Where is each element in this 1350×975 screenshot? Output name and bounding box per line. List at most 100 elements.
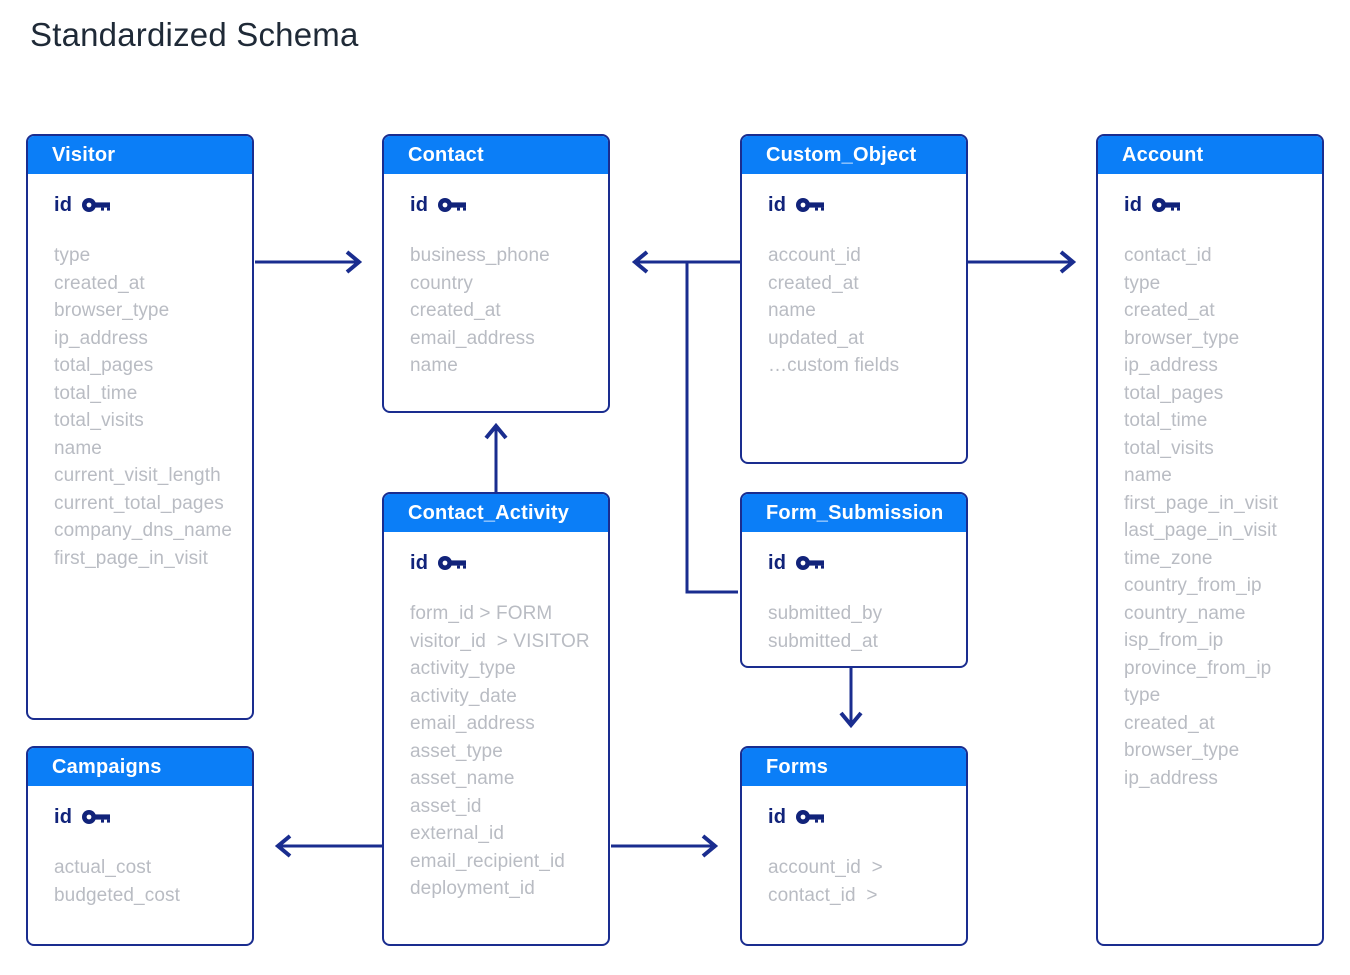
field: ip_address [1124, 355, 1218, 376]
field: country_name [1124, 602, 1246, 624]
field: total_pages [1124, 382, 1224, 404]
pk-label: id [1124, 193, 1143, 216]
entity-custom-object[interactable]: Custom_Object id account_id created_at n… [740, 134, 968, 464]
entity-forms-primary-key: id [768, 804, 966, 830]
key-icon [81, 197, 111, 213]
field: contact_id > [768, 884, 878, 906]
entity-contact[interactable]: Contact id business_phone country create… [382, 134, 610, 413]
key-icon [437, 197, 467, 213]
field: province_from_ip [1124, 657, 1272, 679]
field: submitted_by [768, 603, 883, 624]
field: first_page_in_visit [1124, 492, 1278, 514]
entity-account[interactable]: Account id contact_id type created_at br… [1096, 134, 1324, 946]
connector-customobject-to-formsubmission [685, 260, 740, 594]
pk-label: id [410, 193, 429, 216]
field: activity_date [410, 685, 517, 707]
field: contact_id [1124, 245, 1212, 266]
entity-account-body: id contact_id type created_at browser_ty… [1098, 174, 1322, 792]
connector-contactactivity-to-forms [611, 834, 719, 858]
entity-form-submission-title: Form_Submission [742, 494, 966, 532]
entity-form-submission-body: id submitted_by submitted_at [742, 532, 966, 655]
field: browser_type [1124, 327, 1240, 349]
field: time_zone [1124, 547, 1213, 569]
entity-contact-title: Contact [384, 136, 608, 174]
field: created_at [1124, 712, 1215, 734]
field: asset_name [410, 768, 515, 789]
field: ip_address [1124, 767, 1218, 789]
entity-visitor-primary-key: id [54, 192, 252, 218]
pk-label: id [54, 193, 73, 216]
entity-forms-body: id account_id > contact_id > [742, 786, 966, 909]
connector-formsubmission-to-forms [839, 668, 863, 729]
key-icon [795, 197, 825, 213]
field: name [54, 437, 102, 459]
pk-label: id [768, 193, 787, 216]
field: account_id > [768, 857, 883, 878]
connector-customobject-to-account [968, 250, 1077, 274]
field: external_id [410, 823, 505, 844]
field: business_phone [410, 245, 550, 266]
field: company_dns_name [54, 520, 232, 541]
entity-contact-activity-title: Contact_Activity [384, 494, 608, 532]
pk-label: id [54, 805, 73, 828]
field: activity_type [410, 658, 516, 679]
field: ip_address [54, 327, 148, 349]
entity-custom-object-body: id account_id created_at name updated_at… [742, 174, 966, 380]
entity-forms[interactable]: Forms id account_id > contact_id > [740, 746, 968, 946]
pk-label: id [768, 805, 787, 828]
page-title: Standardized Schema [30, 16, 359, 53]
entity-visitor-body: id type created_at browser_type ip_addre… [28, 174, 252, 572]
entity-contact-activity[interactable]: Contact_Activity id form_id > FORM visit… [382, 492, 610, 946]
field: name [410, 355, 458, 376]
field: current_visit_length [54, 465, 221, 486]
entity-account-title: Account [1098, 136, 1322, 174]
pk-label: id [410, 551, 429, 574]
field: created_at [410, 300, 501, 321]
field: actual_cost [54, 857, 152, 878]
field: updated_at [768, 327, 865, 349]
entity-visitor[interactable]: Visitor id type created_at browser_type … [26, 134, 254, 720]
field: isp_from_ip [1124, 630, 1224, 651]
entity-campaigns-body: id actual_cost budgeted_cost [28, 786, 252, 909]
key-icon [437, 555, 467, 571]
field: created_at [54, 272, 145, 294]
entity-form-submission[interactable]: Form_Submission id submitted_by submitte… [740, 492, 968, 668]
field: country [410, 272, 474, 294]
field: type [1124, 272, 1161, 294]
entity-account-primary-key: id [1124, 192, 1322, 218]
field: browser_type [1124, 740, 1240, 761]
field: deployment_id [410, 878, 535, 899]
field: created_at [1124, 300, 1215, 321]
field: asset_type [410, 740, 503, 762]
field: type [54, 245, 91, 266]
field: email_address [410, 713, 535, 734]
connector-contactactivity-to-campaigns [274, 834, 382, 858]
entity-contact-primary-key: id [410, 192, 608, 218]
key-icon [81, 809, 111, 825]
field: budgeted_cost [54, 884, 180, 906]
field: type [1124, 685, 1161, 706]
field: name [768, 300, 816, 321]
field: submitted_at [768, 630, 878, 652]
connector-contactactivity-to-contact [484, 422, 508, 492]
connector-visitor-to-contact [255, 250, 363, 274]
field: total_visits [54, 410, 144, 431]
entity-contact-activity-primary-key: id [410, 550, 608, 576]
field: country_from_ip [1124, 575, 1262, 596]
field: total_time [1124, 410, 1208, 431]
entity-forms-title: Forms [742, 748, 966, 786]
field: name [1124, 465, 1172, 486]
field: current_total_pages [54, 492, 224, 514]
entity-custom-object-primary-key: id [768, 192, 966, 218]
key-icon [795, 555, 825, 571]
pk-label: id [768, 551, 787, 574]
connector-customobject-to-contact [631, 250, 740, 274]
field: total_visits [1124, 437, 1214, 459]
entity-custom-object-title: Custom_Object [742, 136, 966, 174]
key-icon [1151, 197, 1181, 213]
field: email_address [410, 327, 535, 349]
entity-campaigns[interactable]: Campaigns id actual_cost budgeted_cost [26, 746, 254, 946]
field: visitor_id > VISITOR [410, 630, 590, 652]
field: asset_id [410, 795, 482, 817]
